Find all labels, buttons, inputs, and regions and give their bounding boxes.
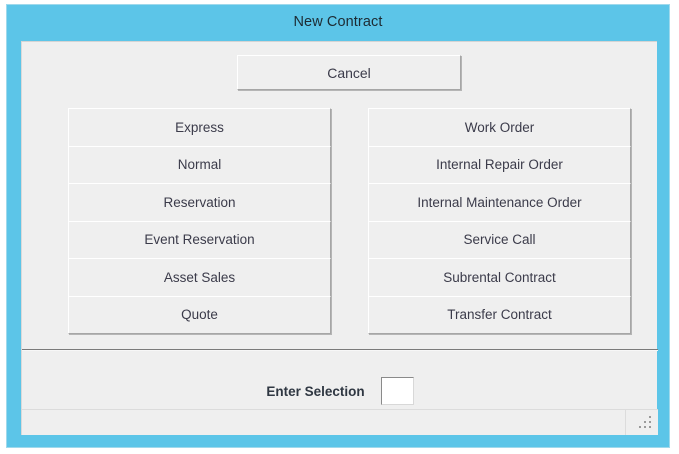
resize-grip-icon[interactable] [626,410,658,435]
contract-type-button-service-call[interactable]: Service Call [368,220,631,259]
contract-type-button-work-order[interactable]: Work Order [368,108,631,147]
contract-type-left-column: Express Normal Reservation Event Reserva… [68,108,331,334]
window-title: New Contract [293,14,383,30]
contract-type-button-express[interactable]: Express [68,108,331,147]
contract-type-button-event-reservation[interactable]: Event Reservation [68,220,331,259]
status-bar-message [22,410,626,435]
contract-type-button-reservation[interactable]: Reservation [68,183,331,222]
enter-selection-label: Enter Selection [266,383,365,399]
contract-type-right-column: Work Order Internal Repair Order Interna… [368,108,631,334]
status-bar [22,409,658,435]
contract-type-button-transfer-contract[interactable]: Transfer Contract [368,295,631,334]
cancel-button[interactable]: Cancel [237,55,461,90]
contract-type-button-subrental-contract[interactable]: Subrental Contract [368,258,631,297]
enter-selection-row: Enter Selection [22,364,658,418]
title-bar[interactable]: New Contract [7,5,669,39]
contract-type-button-normal[interactable]: Normal [68,145,331,184]
contract-type-button-internal-maintenance-order[interactable]: Internal Maintenance Order [368,183,631,222]
contract-type-button-asset-sales[interactable]: Asset Sales [68,258,331,297]
contract-type-button-quote[interactable]: Quote [68,295,331,334]
enter-selection-input[interactable] [380,377,414,405]
footer-separator [22,349,658,351]
dialog-client-area: Cancel Express Normal Reservation Event … [21,41,658,435]
new-contract-dialog: New Contract Cancel Express Normal Reser… [6,4,670,448]
contract-type-button-internal-repair-order[interactable]: Internal Repair Order [368,145,631,184]
